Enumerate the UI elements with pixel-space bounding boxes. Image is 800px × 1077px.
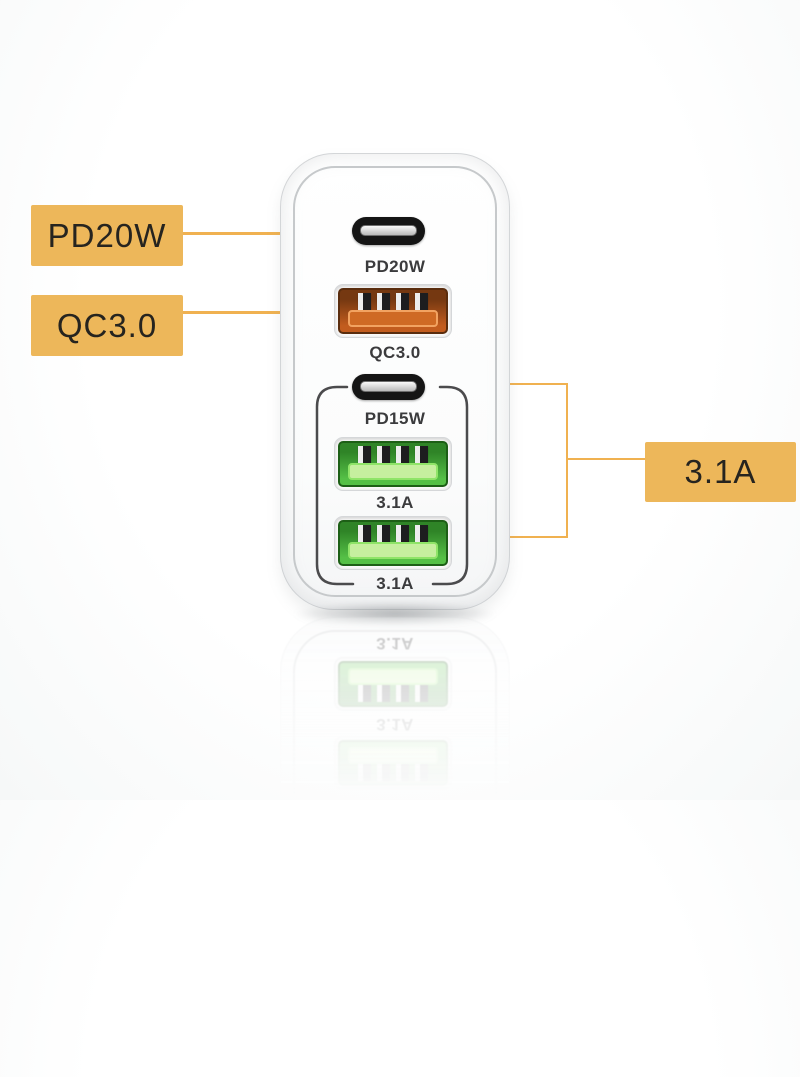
pin [358,293,371,314]
pin [358,446,371,467]
usb-tongue [348,542,438,559]
pin [377,446,390,467]
usb-pins [358,293,428,314]
product-annotation-stage: PD20W QC3.0 3.1A PD20W [31,153,796,1074]
callout-pd20w: PD20W [31,205,183,266]
usb-wall-charger: PD20W QC3.0 PD15W [280,617,510,1074]
callout-31a: 3.1A [645,442,796,502]
port-label-qc30: QC3.0 [369,343,421,362]
leader-line-pd20w [183,232,362,235]
pin [396,446,409,467]
usb-tongue [348,310,438,327]
group-bracket [315,385,469,586]
callout-qc30: QC3.0 [31,295,183,356]
pin [396,293,409,314]
usb-a-port-31a-2 [334,516,452,570]
usb-c-slot [360,381,417,392]
ground-shadow [292,602,498,626]
pin [358,525,371,546]
usb-c-slot [360,225,417,236]
callout-pd20w-label: PD20W [47,216,167,254]
charger-face-outline [293,166,497,597]
pin [377,525,390,546]
leader-line-31a-middle [568,458,645,460]
leader-line-31a-top [463,383,568,385]
callout-31a-label: 3.1A [684,453,757,490]
port-label-31a-1: 3.1A [376,493,414,512]
pin [415,525,428,546]
pin [415,293,428,314]
usb-pins [358,446,428,467]
pin [377,293,390,314]
charger-reflection: PD20W QC3.0 PD15W [280,617,510,1077]
leader-line-31a-vertical [566,383,568,538]
usb-c-port-pd20w [352,217,425,245]
usb-a-body [338,288,448,334]
leader-line-31a-bottom [479,536,568,538]
usb-wall-charger: PD20W QC3.0 PD15W [280,153,510,610]
leader-line-qc30 [183,311,352,314]
usb-pins [358,525,428,546]
usb-c-port-pd15w [352,374,425,400]
usb-a-port-31a-1 [334,437,452,491]
pin [396,525,409,546]
port-label-pd15w: PD15W [364,409,426,428]
callout-qc30-label: QC3.0 [56,306,158,344]
usb-a-body [338,441,448,487]
port-label-31a-2: 3.1A [376,574,414,593]
port-label-pd20w: PD20W [364,257,426,276]
pin [415,446,428,467]
usb-a-body [338,520,448,566]
usb-tongue [348,463,438,480]
usb-a-port-qc30 [334,284,452,338]
